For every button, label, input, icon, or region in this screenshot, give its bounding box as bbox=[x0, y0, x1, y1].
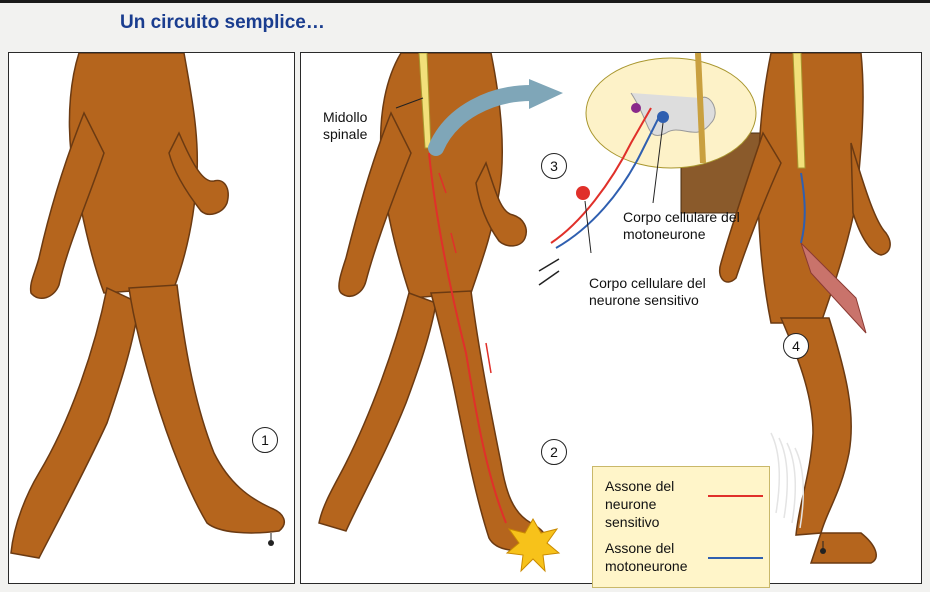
label-sensory-cell-body: Corpo cellulare del neurone sensitivo bbox=[589, 275, 711, 309]
legend-swatch-motor bbox=[708, 557, 763, 559]
label-motor-cell-body: Corpo cellulare del motoneurone bbox=[623, 209, 743, 243]
motion-lines bbox=[771, 433, 803, 528]
top-rule bbox=[0, 0, 930, 3]
legend: Assone del neurone sensitivo Assone del … bbox=[592, 466, 770, 588]
legend-label-motor: Assone del motoneurone bbox=[605, 539, 705, 575]
step-badge-4: 4 bbox=[783, 333, 809, 359]
step-badge-2: 2 bbox=[541, 439, 567, 465]
walking-figure-1 bbox=[9, 53, 295, 584]
motor-cell-body-dot bbox=[657, 111, 669, 123]
panel-step-1: 1 bbox=[8, 52, 295, 584]
label-spinal-cord: Midollo spinale bbox=[323, 109, 413, 143]
sensory-cell-body-dot bbox=[576, 186, 590, 200]
step-badge-1: 1 bbox=[252, 427, 278, 453]
legend-label-sensory: Assone del neurone sensitivo bbox=[605, 477, 705, 531]
legend-swatch-sensory bbox=[708, 495, 763, 497]
slide-title: Un circuito semplice… bbox=[120, 12, 325, 34]
step-badge-3: 3 bbox=[541, 153, 567, 179]
